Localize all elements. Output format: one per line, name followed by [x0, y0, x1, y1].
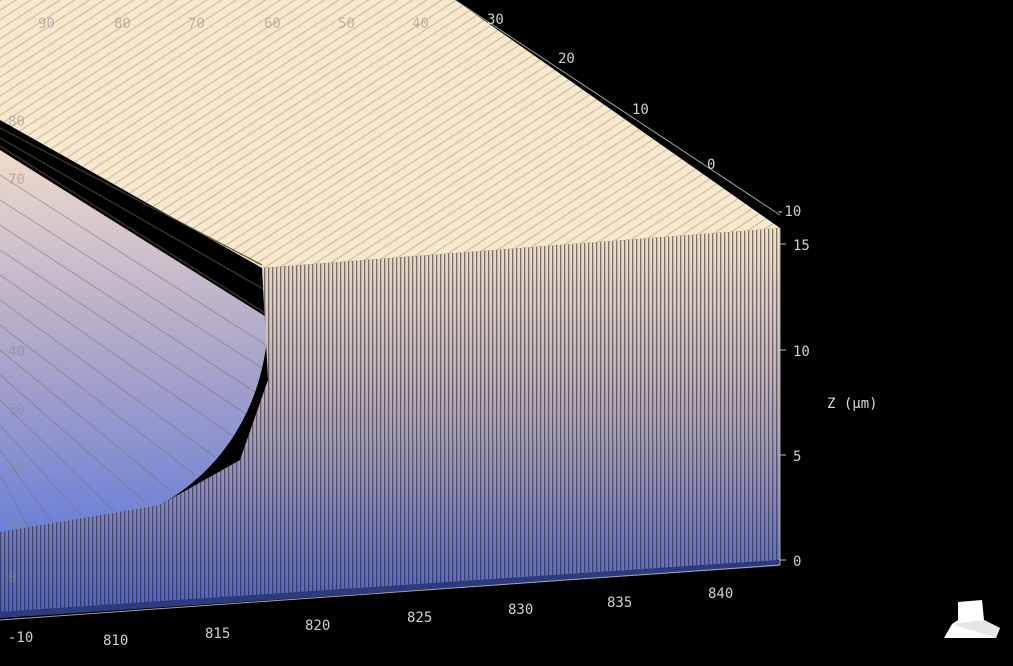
surface-shape-icon	[944, 600, 1000, 638]
y-tick-10: 10	[632, 102, 649, 118]
surface-front-ridges	[0, 228, 780, 612]
z-tick-5: 5	[793, 449, 801, 465]
left-tick-40: 40	[8, 344, 25, 360]
surface-left-face	[0, 150, 268, 532]
top-tick-90: 90	[38, 16, 55, 32]
left-tick-30: 30	[8, 402, 25, 418]
top-tick-40: 40	[412, 16, 429, 32]
x-tick-835: 835	[607, 595, 632, 611]
x-tick-810: 810	[103, 633, 128, 649]
z-axis-ticks	[780, 243, 786, 561]
z-tick-15: 15	[793, 238, 810, 254]
y-tick-neg10: -10	[776, 204, 801, 220]
axis-box	[0, 0, 781, 621]
surface-top-lines	[0, 0, 780, 268]
z-axis-title: Z (µm)	[827, 396, 878, 412]
z-tick-10: 10	[793, 344, 810, 360]
x-tick-820: 820	[305, 618, 330, 634]
left-face-contours	[0, 174, 267, 531]
left-tick-80: 80	[8, 114, 25, 130]
y-tick-30: 30	[487, 12, 504, 28]
top-tick-60: 60	[264, 16, 281, 32]
top-tick-70: 70	[188, 16, 205, 32]
x-tick-840: 840	[708, 586, 733, 602]
x-tick-830: 830	[508, 602, 533, 618]
y-tick-0: 0	[707, 157, 715, 173]
top-tick-80: 80	[114, 16, 131, 32]
surface-base-edge	[0, 560, 780, 618]
top-tick-50: 50	[338, 16, 355, 32]
left-tick-20: 20	[8, 460, 25, 476]
left-tick-0: 0	[8, 570, 16, 586]
x-tick-815: 815	[205, 626, 230, 642]
step-edges	[0, 127, 269, 316]
z-tick-0: 0	[793, 554, 801, 570]
x-tick-neg10: -10	[8, 630, 33, 646]
left-tick-70: 70	[8, 172, 25, 188]
y-tick-20: 20	[558, 51, 575, 67]
left-tick-10: 10	[8, 516, 25, 532]
orientation-widget[interactable]	[944, 600, 1000, 638]
x-tick-825: 825	[407, 610, 432, 626]
